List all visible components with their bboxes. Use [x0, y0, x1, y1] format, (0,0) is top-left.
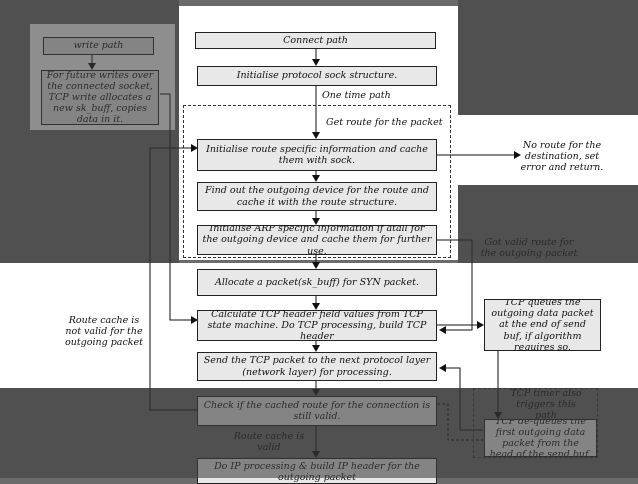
timer-label: TCP timer also triggers this path	[510, 388, 582, 422]
alloc-packet-label: Allocate a packet(sk_buff) for SYN packe…	[215, 276, 419, 288]
queue-data-box: TCP queues the outgoing data packet at t…	[484, 299, 601, 351]
check-route-box: Check if the cached route for the connec…	[197, 396, 437, 426]
write-note-label: For future writes over the connected soc…	[46, 70, 154, 125]
connect-path-label: Connect path	[283, 34, 348, 46]
write-path-label: write path	[73, 40, 124, 52]
find-device-box: Find out the outgoing device for the rou…	[197, 182, 437, 211]
calc-tcp-box: Calculate TCP header field values from T…	[197, 310, 437, 341]
arrow-got-route	[437, 239, 473, 334]
no-route-label: No route for the destination, set error …	[520, 140, 604, 174]
cache-invalid-label: Route cache is not valid for the outgoin…	[65, 315, 143, 349]
cache-valid-label: Route cache is valid	[233, 431, 305, 454]
init-route-box: Initialise route specific information an…	[197, 139, 437, 171]
got-route-label: Got valid route for the outgoing packet	[480, 237, 578, 260]
right-strip-panel	[458, 115, 638, 185]
init-arp-box: Initialise ARP specific information if a…	[197, 225, 437, 255]
queue-data-label: TCP queues the outgoing data packet at t…	[491, 299, 594, 351]
connect-path-box: Connect path	[195, 32, 436, 49]
write-path-box: write path	[43, 37, 154, 55]
init-arp-label: Initialise ARP specific information if a…	[202, 225, 432, 255]
init-sock-label: Initialise protocol sock structure.	[236, 70, 398, 82]
get-route-label: Get route for the packet	[326, 117, 443, 128]
init-sock-box: Initialise protocol sock structure.	[197, 66, 437, 86]
get-route-region	[183, 105, 451, 258]
write-note-box: For future writes over the connected soc…	[41, 70, 159, 125]
ip-processing-label: Do IP processing & build IP header for t…	[214, 461, 420, 484]
alloc-packet-box: Allocate a packet(sk_buff) for SYN packe…	[197, 269, 437, 296]
init-route-label: Initialise route specific information an…	[206, 143, 428, 166]
send-tcp-label: Send the TCP packet to the next protocol…	[203, 355, 431, 378]
ip-processing-box: Do IP processing & build IP header for t…	[197, 458, 437, 484]
calc-tcp-label: Calculate TCP header field values from T…	[207, 310, 427, 341]
dequeue-box: TCP de-queues the first outgoing data pa…	[484, 419, 597, 457]
check-route-label: Check if the cached route for the connec…	[203, 399, 431, 422]
one-time-path-label: One time path	[322, 90, 391, 101]
find-device-label: Find out the outgoing device for the rou…	[205, 185, 429, 208]
dequeue-label: TCP de-queues the first outgoing data pa…	[489, 419, 592, 457]
send-tcp-box: Send the TCP packet to the next protocol…	[197, 352, 437, 381]
